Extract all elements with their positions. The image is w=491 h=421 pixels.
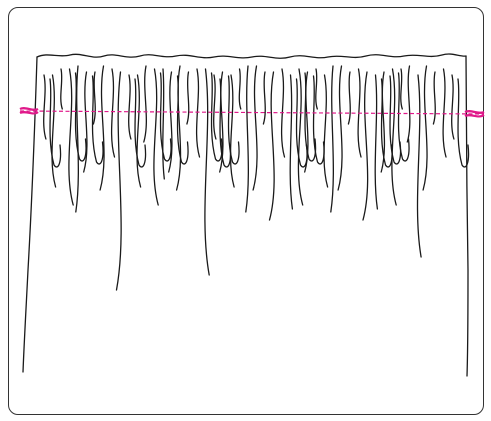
fabric-fold (227, 75, 240, 165)
fabric-fold (213, 74, 217, 140)
fabric-fold (347, 71, 351, 125)
fabric-fold (312, 75, 325, 165)
fabric-fold (115, 71, 122, 291)
fabric-folds (43, 65, 470, 291)
fabric-fold (432, 71, 436, 125)
fabric-panel (22, 53, 470, 377)
fabric-fold (136, 74, 142, 188)
fabric-fold (134, 78, 147, 168)
fabric-fold (289, 74, 294, 210)
fabric-fold (110, 68, 116, 158)
thread-knot-right (464, 110, 485, 118)
fabric-fold (92, 71, 96, 125)
fabric-fold (195, 68, 201, 158)
fabric-fold (186, 71, 190, 125)
fabric-fold (153, 68, 159, 206)
fabric-fold (330, 65, 335, 213)
fabric-fold (262, 71, 266, 125)
fabric-fold (43, 74, 47, 140)
fabric-fold (229, 74, 235, 188)
fabric-top-edge (36, 53, 467, 59)
fabric-fold (297, 68, 304, 206)
fabric-fold (323, 74, 329, 188)
gathering-thread (19, 107, 485, 118)
fabric-fold (49, 78, 62, 168)
fabric-fold (51, 74, 57, 188)
fabric-fold (162, 68, 165, 180)
gathering-thread-line (19, 110, 485, 115)
fabric-fold (374, 74, 379, 210)
fabric-fold (362, 71, 369, 221)
fabric-fold (442, 68, 447, 158)
fabric-fold (168, 71, 173, 173)
fabric-fold (389, 75, 402, 165)
fabric-fold (204, 68, 210, 276)
fabric-fold (60, 68, 63, 110)
fabric-fold (83, 71, 88, 173)
fabric-fold (68, 68, 74, 206)
fabric-fold (391, 68, 397, 206)
fabric-fold (238, 68, 242, 110)
fabric-fold (175, 65, 182, 191)
fabric-fold (304, 71, 309, 173)
fabric-fold (397, 72, 410, 162)
fabric-fold (99, 65, 105, 191)
fabric-fold (422, 65, 428, 191)
fabric-fold (457, 78, 470, 168)
fabric-fold (219, 71, 224, 173)
fabric-fold (268, 71, 275, 221)
fabric-fold (128, 74, 132, 140)
fabric-right-edge (465, 55, 469, 377)
fabric-fold (245, 65, 250, 213)
fabric-fold (406, 65, 411, 143)
fabric-fold (315, 68, 318, 110)
fabric-fold (75, 65, 80, 213)
fabric-fold (337, 65, 343, 191)
fabric-fold (451, 74, 455, 140)
fabric-fold (252, 65, 258, 191)
fabric-fold (159, 72, 172, 162)
fabric-fold (74, 72, 87, 162)
thread-knot-left (19, 107, 39, 115)
fabric-left-edge (22, 56, 38, 373)
fabric-fold (143, 65, 147, 143)
fabric-fold (400, 68, 403, 110)
fabric-fold (416, 74, 422, 258)
fabric-fold (380, 71, 386, 173)
fabric-fold (91, 75, 104, 165)
